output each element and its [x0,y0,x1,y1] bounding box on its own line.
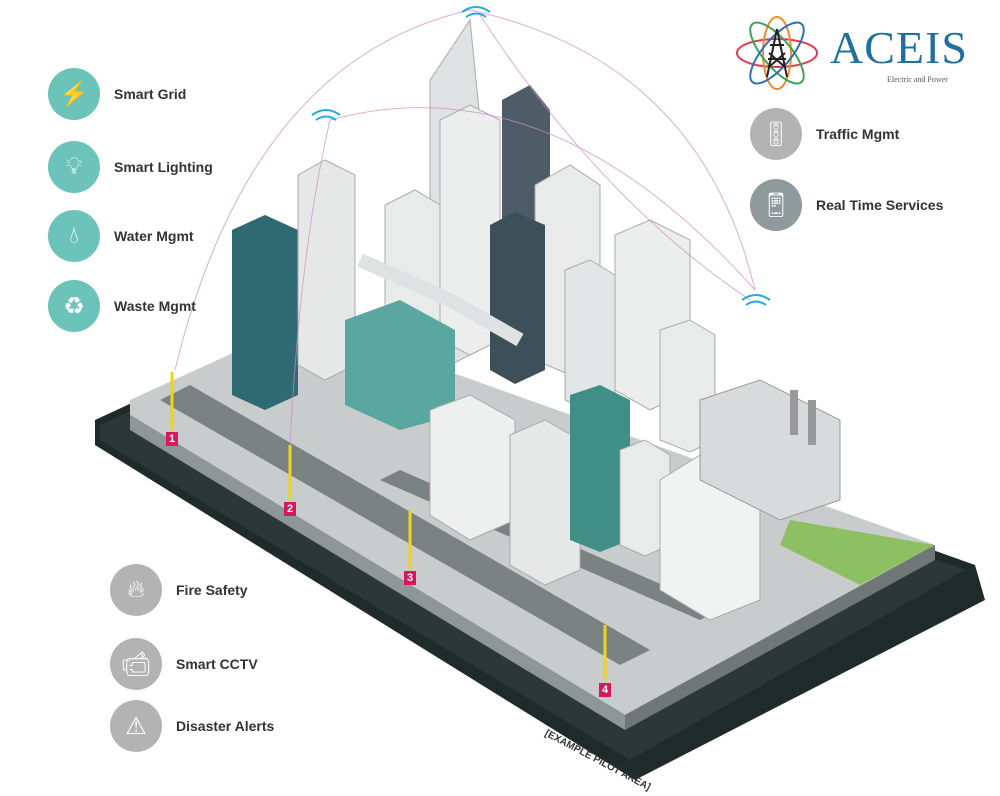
water-hand-icon: 💧︎ [48,210,100,262]
pilot-marker-2[interactable]: 2 [284,502,296,516]
pilot-marker-4[interactable]: 4 [599,683,611,697]
buildings [232,18,841,621]
feature-water-mgmt[interactable]: 💧︎ Water Mgmt [48,210,194,262]
brand-tagline: Electric and Power [887,75,948,84]
cctv-icon: 📹︎ [110,638,162,690]
connection-arcs [174,9,756,446]
feature-smart-grid[interactable]: ⚡ Smart Grid [48,68,186,120]
brand-name: ACEIS [830,22,968,73]
power-tower-icon: ⚡ [48,68,100,120]
fire-icon: 🔥︎ [110,564,162,616]
pilot-marker-1[interactable]: 1 [166,432,178,446]
feature-smart-lighting[interactable]: 💡︎ Smart Lighting [48,141,213,193]
feature-fire-safety[interactable]: 🔥︎ Fire Safety [110,564,248,616]
feature-smart-cctv[interactable]: 📹︎ Smart CCTV [110,638,258,690]
feature-disaster-alerts[interactable]: ⚠ Disaster Alerts [110,700,274,752]
smart-street-lights [170,372,607,680]
smartphone-icon: 📱︎ [750,179,802,231]
feature-waste-mgmt[interactable]: ♻ Waste Mgmt [48,280,196,332]
recycle-bin-icon: ♻ [48,280,100,332]
alert-icon: ⚠ [110,700,162,752]
feature-traffic-mgmt[interactable]: 🚦︎ Traffic Mgmt [750,108,899,160]
aceis-logo: ACEIS Electric and Power [735,15,970,90]
feature-real-time-services[interactable]: 📱︎ Real Time Services [750,179,943,231]
pilot-marker-3[interactable]: 3 [404,571,416,585]
traffic-light-icon: 🚦︎ [750,108,802,160]
atom-tower-icon [736,16,818,90]
light-bulb-icon: 💡︎ [48,141,100,193]
wifi-icons [311,6,771,306]
